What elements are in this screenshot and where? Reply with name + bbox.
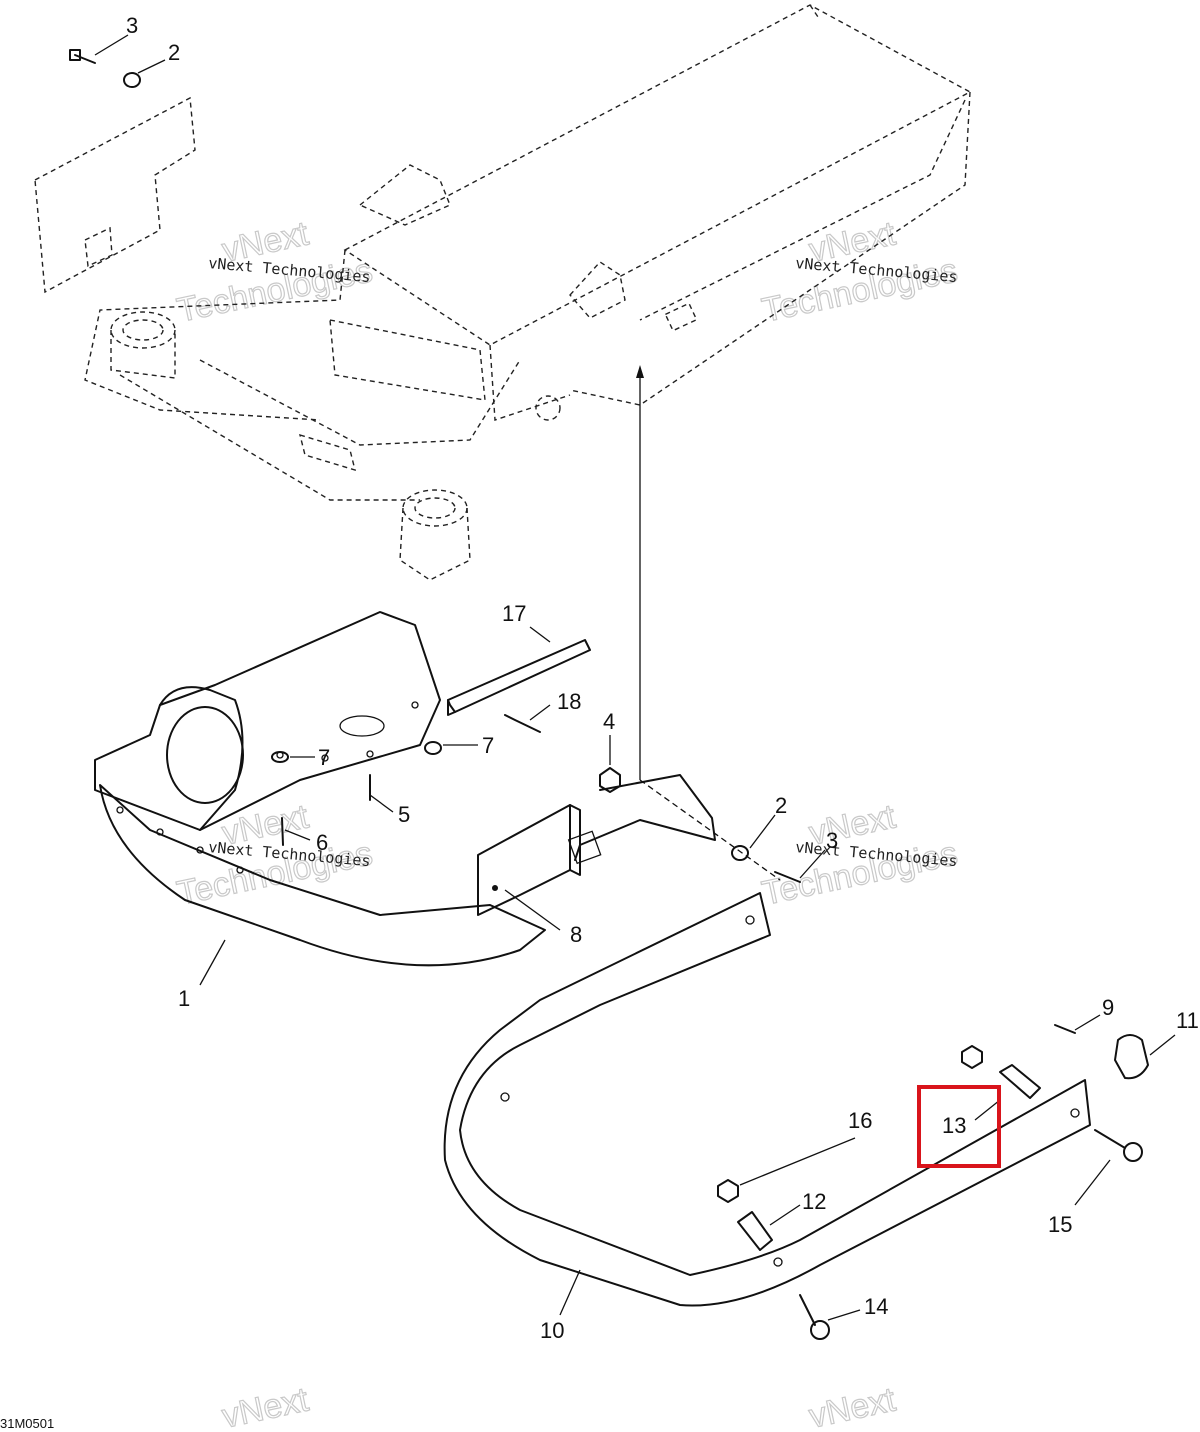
label-1: 1 [178, 986, 190, 1011]
highlight-box-part-13 [917, 1085, 1001, 1168]
label-3: 3 [126, 13, 138, 38]
label-12: 12 [802, 1189, 826, 1214]
watermark-outline-group: vNext Technologies vNext Technologies vN… [173, 214, 961, 1432]
drawing-code: 31M0501 [0, 1416, 54, 1431]
label-15: 15 [1048, 1212, 1072, 1237]
watermark-outline-top: vNext [806, 1380, 899, 1432]
part-labels: 3 2 17 18 4 7 7 5 6 2 3 8 1 9 11 16 13 1… [126, 13, 1199, 1343]
label-3: 3 [826, 828, 838, 853]
label-10: 10 [540, 1318, 564, 1343]
explode-arrowhead [636, 365, 644, 378]
label-9: 9 [1102, 995, 1114, 1020]
skid-plate-part-1 [94, 611, 546, 967]
label-5: 5 [398, 802, 410, 827]
label-4: 4 [603, 709, 615, 734]
label-7: 7 [318, 745, 330, 770]
bumper-part-10 [443, 774, 1091, 1307]
label-2: 2 [168, 40, 180, 65]
label-14: 14 [864, 1294, 888, 1319]
leader-lines [94, 34, 1176, 1321]
watermark-outline-top: vNext [219, 1380, 312, 1432]
label-13: 13 [942, 1113, 966, 1138]
label-2: 2 [775, 793, 787, 818]
frame-phantom [34, 4, 972, 581]
label-11: 11 [1176, 1008, 1199, 1033]
label-6: 6 [316, 830, 328, 855]
label-7: 7 [482, 733, 494, 758]
label-17: 17 [502, 601, 526, 626]
label-16: 16 [848, 1108, 872, 1133]
label-18: 18 [557, 689, 581, 714]
bracket-part-8 [477, 804, 602, 916]
trim-strip-part-17 [447, 639, 591, 716]
hardware-group [69, 49, 1149, 1340]
label-8: 8 [570, 922, 582, 947]
